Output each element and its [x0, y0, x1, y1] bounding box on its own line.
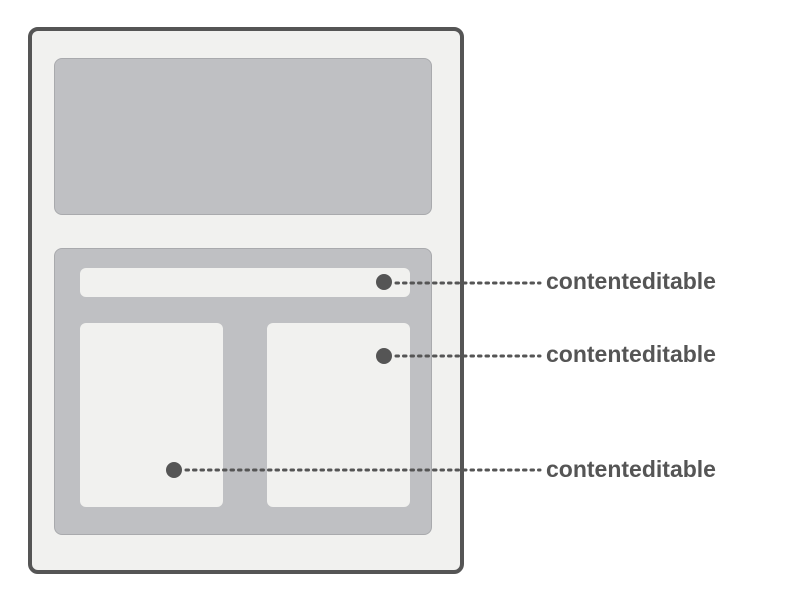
callout-marker-1 [376, 274, 392, 290]
callout-3 [166, 462, 542, 478]
callout-2 [376, 348, 542, 364]
callout-label-2: contenteditable [546, 341, 716, 367]
callout-marker-2 [376, 348, 392, 364]
callout-label-1: contenteditable [546, 268, 716, 294]
editable-title-bar [80, 268, 410, 297]
header-block [54, 58, 432, 215]
callout-label-3: contenteditable [546, 456, 716, 482]
callout-marker-3 [166, 462, 182, 478]
editable-box-left [80, 323, 223, 507]
callout-1 [376, 274, 542, 290]
